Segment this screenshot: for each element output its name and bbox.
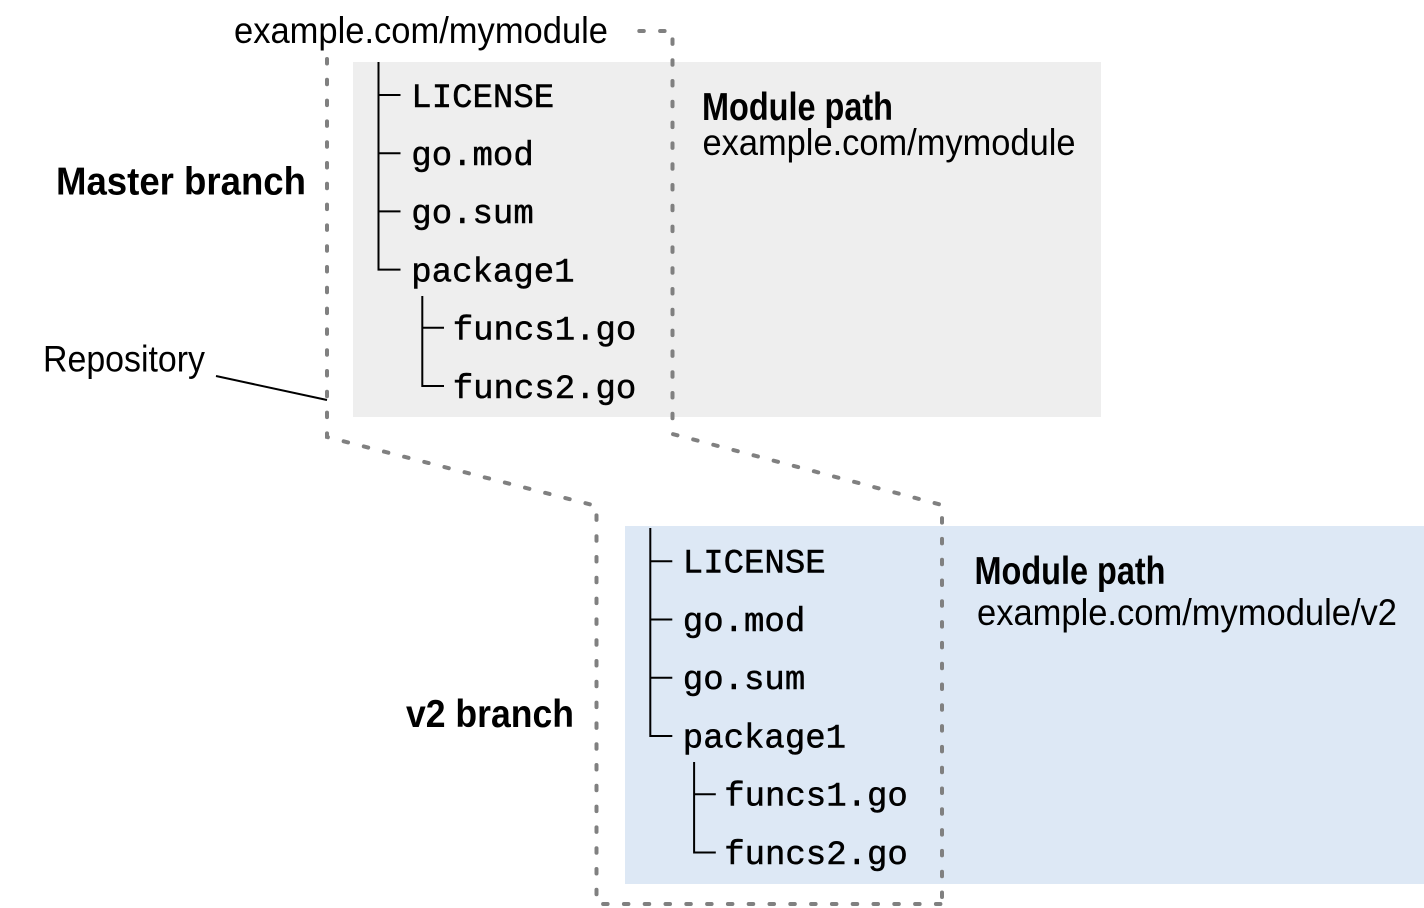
svg-text:go.sum: go.sum — [411, 196, 533, 234]
svg-text:Module path: Module path — [702, 86, 893, 129]
svg-text:example.com/mymodule: example.com/mymodule — [234, 10, 608, 51]
svg-text:go.mod: go.mod — [683, 604, 805, 642]
svg-text:v2 branch: v2 branch — [406, 693, 574, 736]
svg-text:funcs1.go: funcs1.go — [724, 779, 908, 817]
svg-text:go.sum: go.sum — [683, 662, 805, 700]
svg-text:package1: package1 — [683, 720, 846, 758]
svg-text:LICENSE: LICENSE — [683, 546, 826, 584]
svg-text:Master branch: Master branch — [56, 161, 306, 204]
svg-text:example.com/mymodule: example.com/mymodule — [703, 122, 1076, 163]
svg-text:Repository: Repository — [43, 339, 205, 380]
svg-text:funcs2.go: funcs2.go — [724, 837, 908, 875]
svg-text:funcs2.go: funcs2.go — [453, 371, 637, 409]
svg-text:Module path: Module path — [975, 550, 1166, 593]
svg-text:funcs1.go: funcs1.go — [453, 313, 637, 351]
svg-text:LICENSE: LICENSE — [411, 80, 554, 118]
svg-text:example.com/mymodule/v2: example.com/mymodule/v2 — [977, 592, 1397, 633]
svg-text:package1: package1 — [411, 254, 574, 292]
svg-text:go.mod: go.mod — [411, 138, 533, 176]
